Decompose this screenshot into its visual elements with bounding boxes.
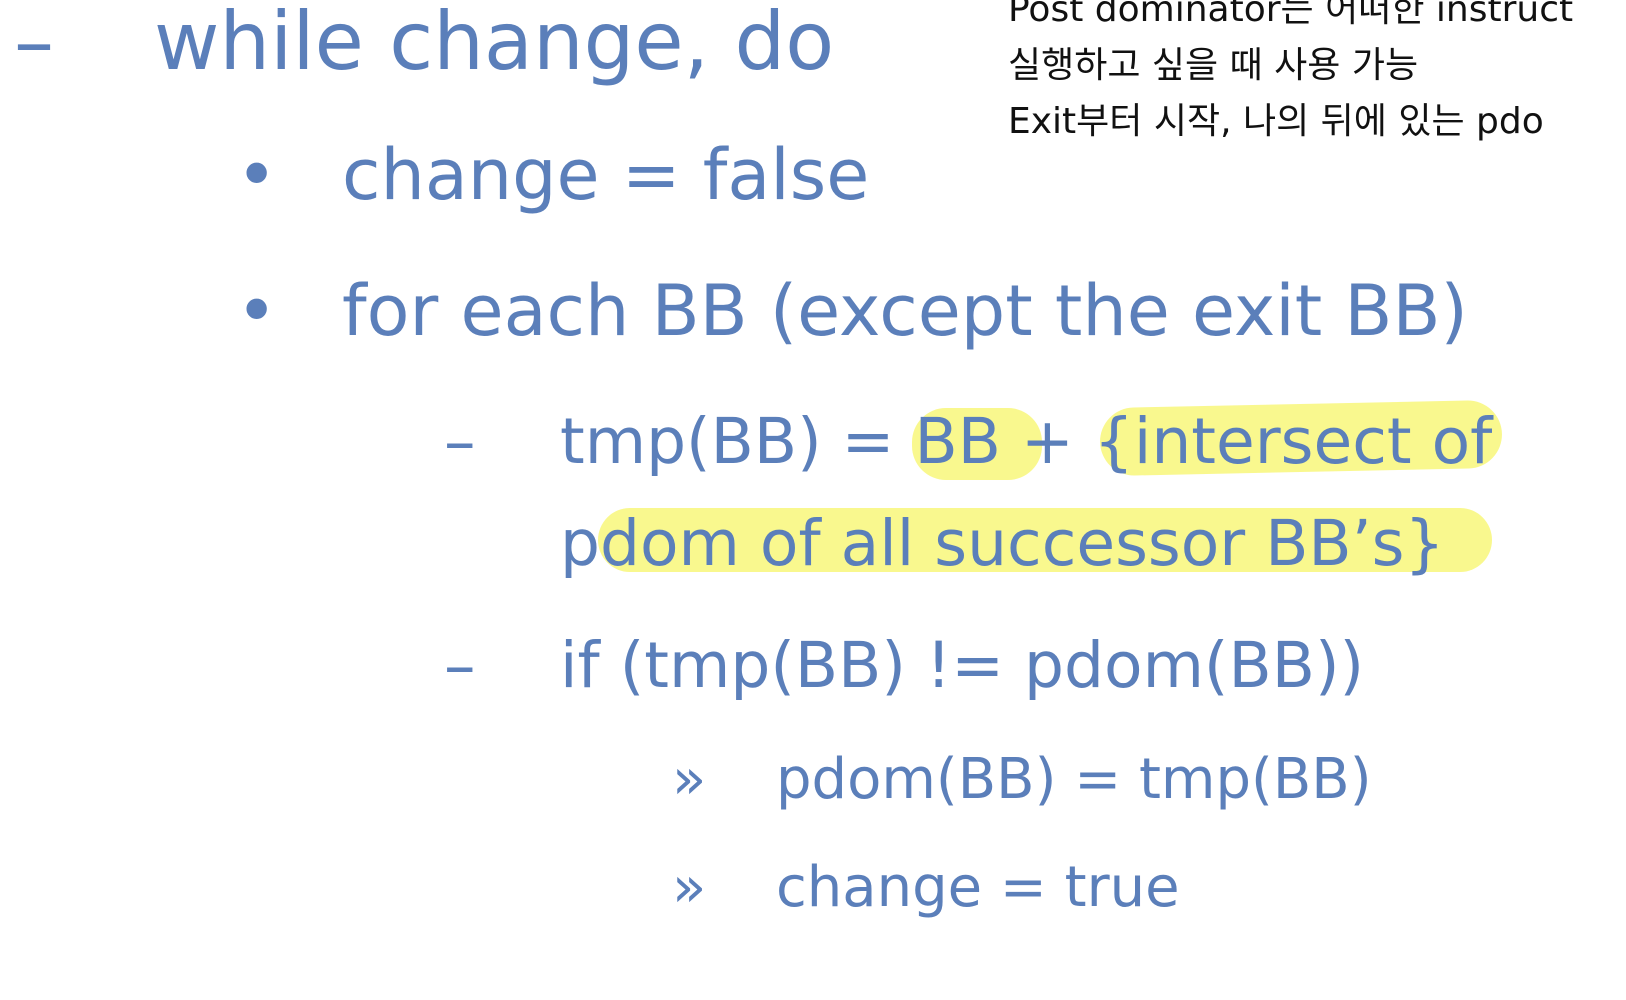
highlight-bb (912, 408, 1042, 480)
dash-bullet: – (444, 629, 476, 702)
note-line: Post dominator는 어떠한 instruct (1008, 0, 1574, 30)
note-line: 실행하고 싶을 때 사용 가능 (1008, 45, 1419, 86)
slide-line-for-each-bb: for each BB (except the exit BB) (342, 270, 1468, 352)
annotation-note: Post dominator는 어떠한 instruct 실행하고 싶을 때 사… (1008, 0, 1626, 150)
slide-line-change-false: change = false (342, 134, 870, 216)
raquo-bullet: » (672, 855, 707, 920)
slide-line-pdom-assign: pdom(BB) = tmp(BB) (776, 747, 1372, 812)
slide-line-change-true: change = true (776, 855, 1180, 920)
slide-line-if-tmp: if (tmp(BB) != pdom(BB)) (560, 629, 1365, 702)
slide-line-tmp-assign: tmp(BB) = BB + {intersect of (560, 405, 1493, 478)
dash-bullet: – (444, 405, 476, 478)
slide-line-while: while change, do (154, 0, 835, 88)
note-line: Exit부터 시작, 나의 뒤에 있는 pdo (1008, 101, 1544, 142)
dot-bullet: • (236, 270, 278, 352)
dot-bullet: • (236, 134, 278, 216)
dash-bullet: – (14, 0, 54, 88)
highlight-pdom-of-all-successors (598, 508, 1492, 572)
raquo-bullet: » (672, 747, 707, 812)
slide-line-tmp-assign-cont: pdom of all successor BB’s} (560, 507, 1445, 580)
